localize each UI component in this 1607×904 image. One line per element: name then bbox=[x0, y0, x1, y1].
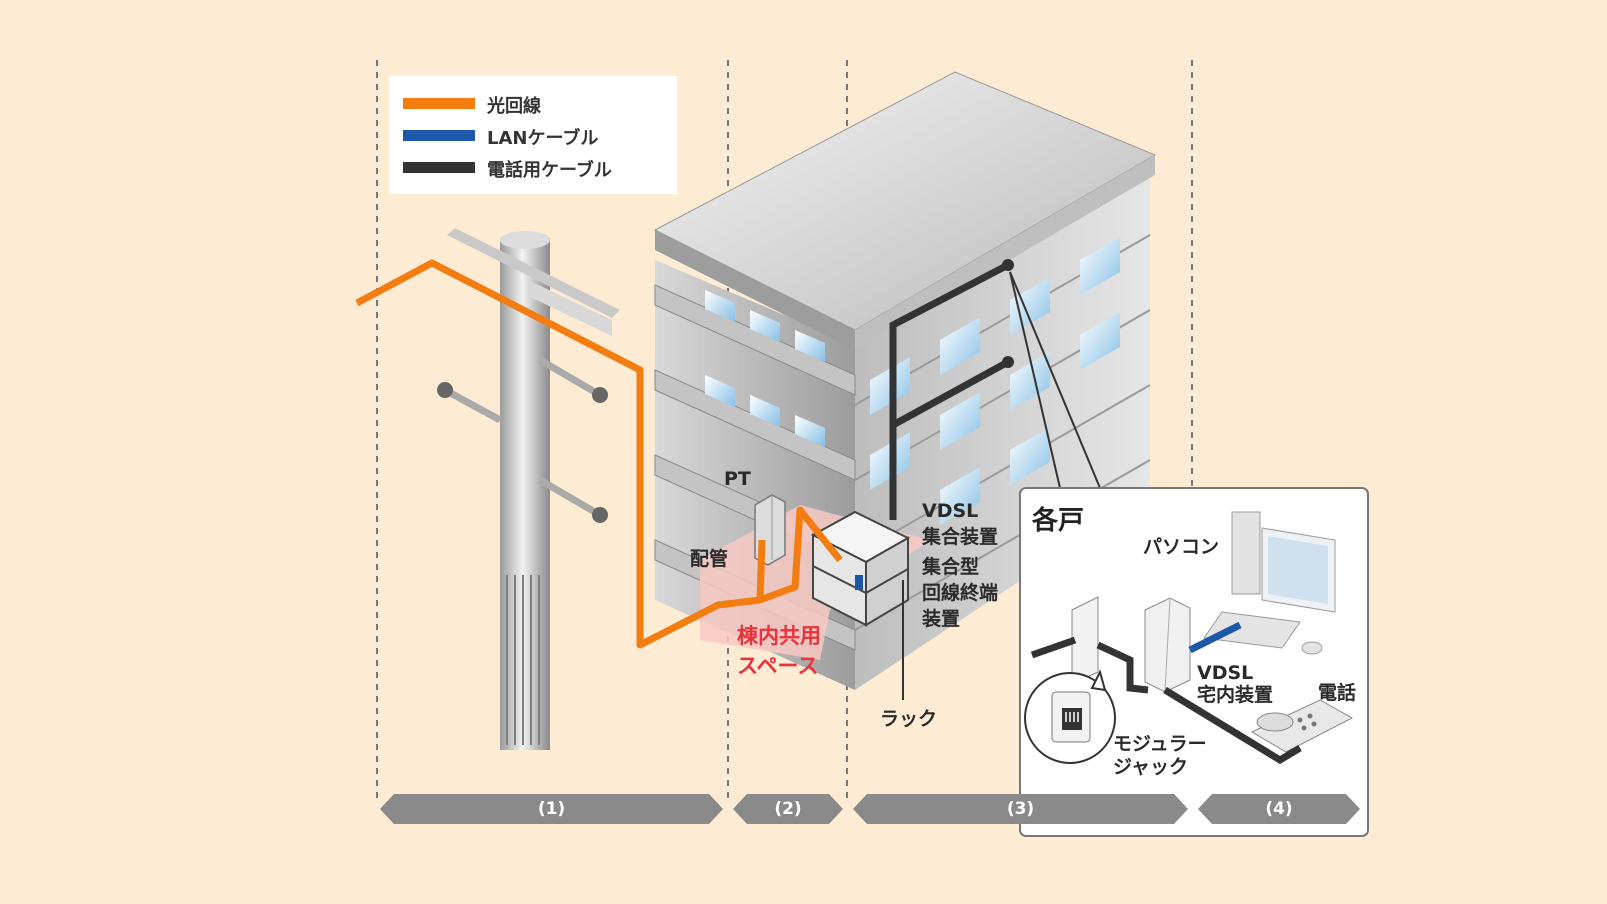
vdsl-home-label-1: VDSL bbox=[1197, 662, 1254, 684]
legend-label: 光回線 bbox=[487, 96, 541, 117]
onu-label-1: 集合型 bbox=[922, 556, 980, 578]
vdsl-home-label-2: 宅内装置 bbox=[1197, 684, 1274, 706]
inset-title: 各戸 bbox=[1032, 506, 1085, 536]
legend: 光回線 LANケーブル 電話用ケーブル bbox=[389, 76, 677, 194]
vdsl-home-unit-icon bbox=[1144, 597, 1191, 693]
pt-label: PT bbox=[724, 468, 751, 490]
callout-lines bbox=[1009, 271, 1101, 489]
jack-label-2: ジャック bbox=[1113, 756, 1189, 778]
legend-label: 電話用ケーブル bbox=[487, 160, 612, 181]
pc-icon bbox=[1203, 511, 1336, 655]
inset-unit bbox=[1019, 487, 1369, 837]
phone-riser bbox=[889, 261, 1010, 700]
rack-label: ラック bbox=[880, 708, 938, 730]
lan-swatch bbox=[403, 130, 475, 141]
modular-jack-zoom bbox=[1024, 669, 1116, 764]
segment-4: (4) bbox=[1198, 794, 1360, 824]
vdsl-concentrator-label-2: 集合装置 bbox=[922, 526, 999, 548]
phone-label: 電話 bbox=[1318, 682, 1357, 704]
segment-2: (2) bbox=[733, 794, 843, 824]
vdsl-concentrator-label-1: VDSL bbox=[922, 500, 979, 522]
segment-3: (3) bbox=[853, 794, 1188, 824]
legend-label: LANケーブル bbox=[487, 128, 599, 149]
phone-swatch bbox=[403, 162, 475, 173]
telephone-icon bbox=[1250, 699, 1354, 753]
rack-cabinet bbox=[810, 510, 911, 627]
common-space-label-1: 棟内共用 bbox=[737, 624, 821, 648]
segment-1: (1) bbox=[380, 794, 723, 824]
utility-pole bbox=[437, 228, 620, 750]
jack-label-1: モジュラー bbox=[1113, 733, 1207, 755]
onu-label-3: 装置 bbox=[922, 608, 961, 630]
fiber-swatch bbox=[403, 98, 475, 109]
onu-label-2: 回線終端 bbox=[922, 582, 999, 604]
common-space-label-2: スペース bbox=[737, 654, 819, 678]
fiber-cable bbox=[355, 259, 843, 649]
pipe-label: 配管 bbox=[690, 548, 729, 570]
pc-label: パソコン bbox=[1143, 536, 1220, 558]
